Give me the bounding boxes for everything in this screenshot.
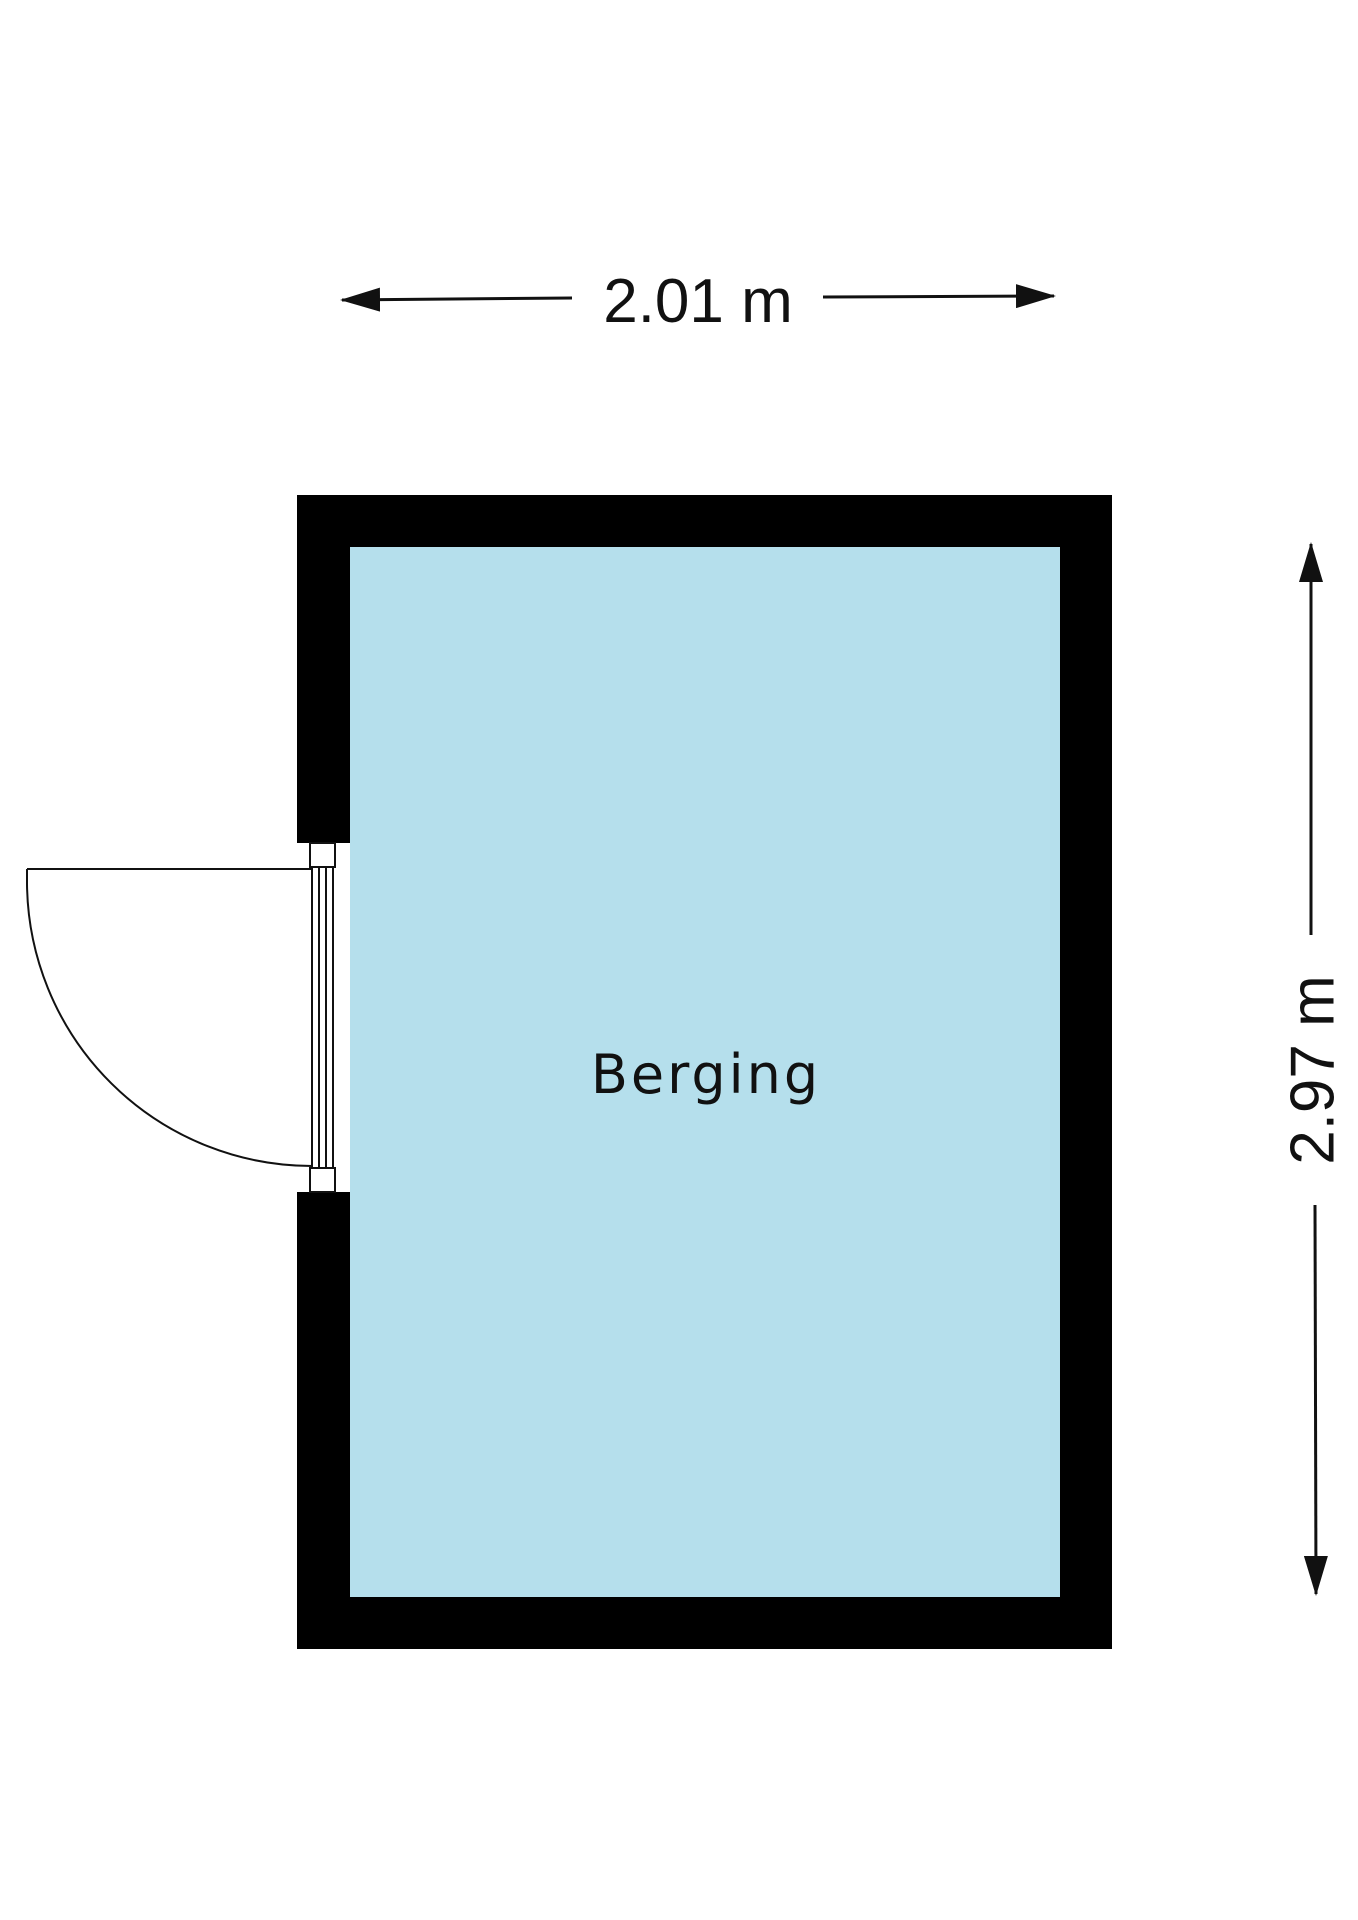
width-arrow-left: [340, 287, 573, 312]
width-label: 2.01 m: [603, 267, 793, 336]
wall-bottom: [297, 1597, 1112, 1649]
wall-left-lower: [297, 1192, 350, 1649]
height-label: 2.97 m: [1279, 975, 1348, 1165]
wall-top: [297, 495, 1112, 547]
wall-left-upper: [297, 495, 350, 843]
door-frame: [311, 866, 334, 1169]
door-jamb-bottom: [309, 1167, 336, 1193]
width-arrow-right: [822, 284, 1056, 309]
height-dimension: 2.97 m: [1279, 542, 1348, 1596]
room-label: Berging: [591, 1043, 821, 1106]
door: [26, 842, 336, 1193]
walls: [297, 495, 1112, 1649]
door-swing-arc: [26, 883, 313, 1167]
room-floor: [350, 547, 1060, 1597]
door-jamb-top: [309, 842, 336, 868]
height-arrow-bottom: [1303, 1204, 1328, 1596]
wall-right: [1060, 495, 1112, 1649]
width-dimension: 2.01 m: [340, 267, 1056, 336]
